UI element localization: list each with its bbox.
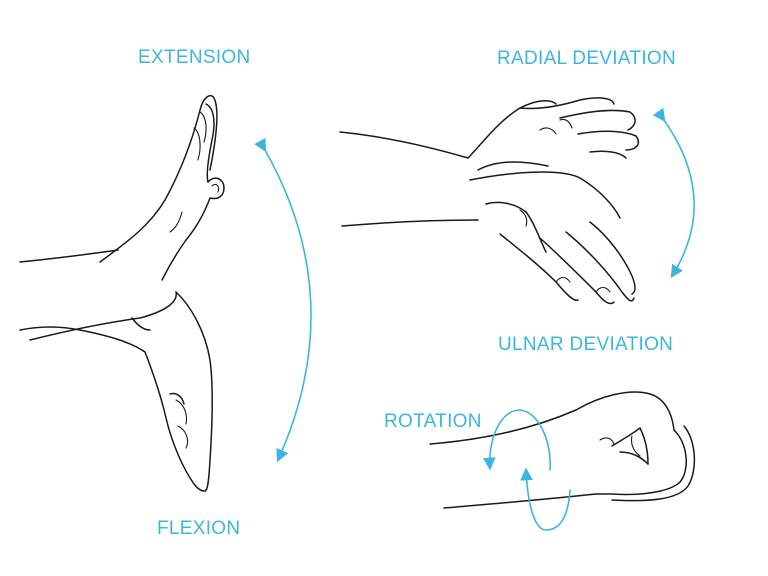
radial-deviation-hand-illustration (339, 97, 640, 171)
radial-ulnar-arrow (652, 107, 695, 279)
extension-flexion-arrow (254, 137, 312, 463)
flexion-hand-illustration (19, 291, 214, 492)
extension-hand-illustration (19, 94, 225, 281)
ulnar-deviation-hand-illustration (341, 171, 636, 305)
rotation-fist-illustration (429, 391, 696, 509)
extension-label: EXTENSION (138, 47, 251, 68)
rotation-arrow (482, 409, 571, 531)
rotation-label: ROTATION (384, 411, 482, 432)
flexion-label: FLEXION (157, 518, 241, 539)
ulnar-deviation-label: ULNAR DEVIATION (498, 334, 674, 355)
radial-deviation-label: RADIAL DEVIATION (497, 48, 677, 69)
